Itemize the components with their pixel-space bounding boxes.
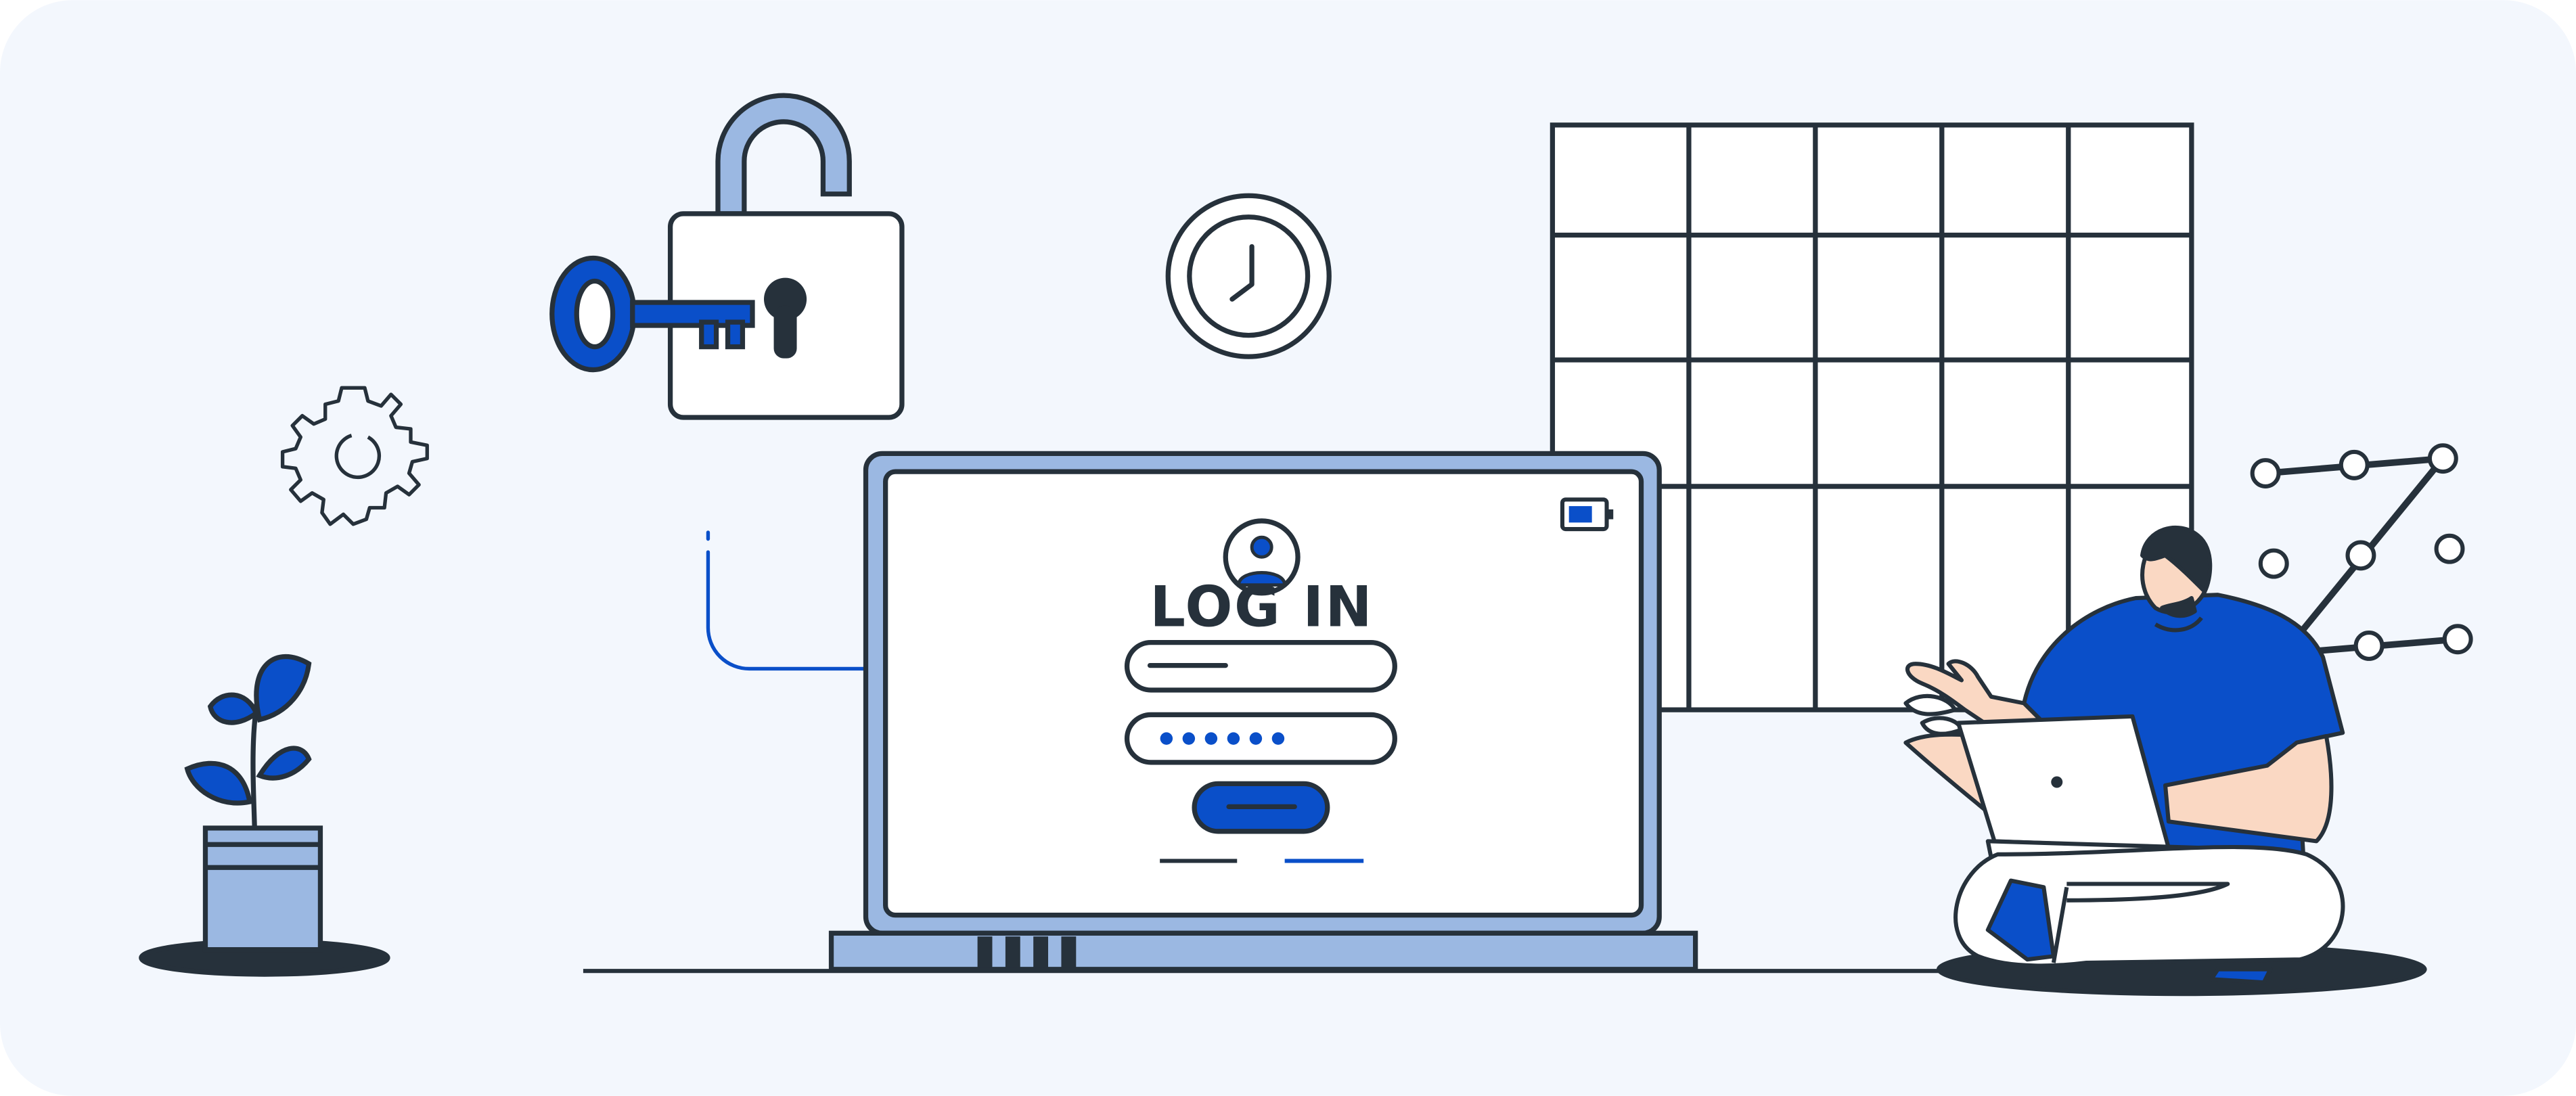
battery-icon <box>1560 497 1614 532</box>
laptop-screen <box>883 469 1644 918</box>
person-hand <box>1905 659 2046 739</box>
plant-leaf <box>256 746 312 781</box>
pattern-lock-icon <box>2250 443 2473 661</box>
plant-leaf <box>207 692 260 725</box>
password-dot <box>1249 732 1263 745</box>
login-form: LOG IN <box>1124 518 1397 863</box>
password-dot <box>1160 732 1173 745</box>
padlock-icon <box>667 93 905 420</box>
potted-plant <box>139 654 390 977</box>
user-avatar-icon <box>1223 518 1301 596</box>
laptop-base <box>828 930 1698 972</box>
login-title: LOG IN <box>1150 574 1374 639</box>
gear-icon <box>280 386 429 526</box>
laptop <box>828 451 1698 972</box>
username-field[interactable] <box>1124 639 1397 693</box>
keyhole-icon <box>763 277 807 321</box>
held-laptop-screen <box>1956 714 2171 850</box>
password-field[interactable] <box>1124 712 1397 765</box>
person-arm <box>2163 733 2334 844</box>
plant-leaf <box>254 654 312 723</box>
laptop-vent <box>977 936 1077 968</box>
password-mask <box>1160 732 1285 745</box>
person-shoe <box>1985 878 2056 962</box>
window-grid <box>1550 122 2194 712</box>
password-dot <box>1204 732 1218 745</box>
key-icon <box>549 255 755 373</box>
person-with-laptop <box>1903 525 2427 997</box>
clock-icon <box>1165 193 1332 359</box>
login-button[interactable] <box>1192 781 1330 834</box>
password-dot <box>1227 732 1240 745</box>
plant-leaf <box>184 760 253 806</box>
person-hair <box>2140 525 2213 594</box>
password-dot <box>1182 732 1196 745</box>
password-dot <box>1271 732 1285 745</box>
